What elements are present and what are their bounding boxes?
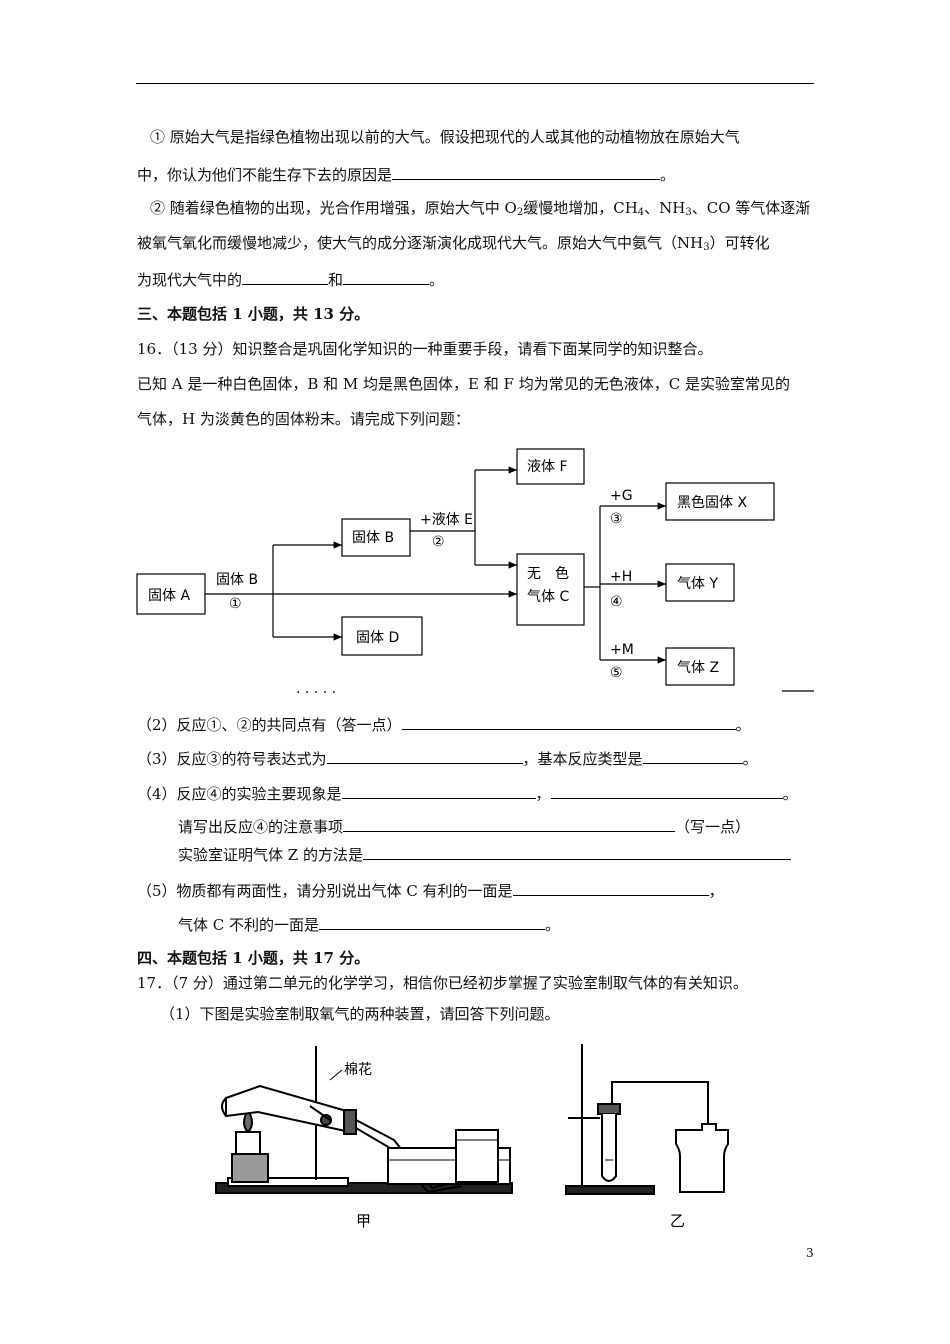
- answer-blank[interactable]: [362, 843, 791, 860]
- label-jia: 甲: [356, 1212, 371, 1230]
- q16-known-line2: 气体，H 为淡黄色的固体粉末。请完成下列问题：: [137, 410, 470, 428]
- answer-blank[interactable]: [550, 782, 783, 799]
- box-gas-y: [665, 563, 735, 602]
- cotton-label: 棉花: [344, 1061, 372, 1078]
- gas-c-label-1: 无 色: [527, 565, 569, 582]
- arrow1-number: ①: [229, 596, 242, 612]
- answer-blank[interactable]: [343, 268, 430, 285]
- apparatus-jia: [215, 1046, 513, 1194]
- section4-heading: 四、本题包括 1 小题，共 17 分。: [137, 949, 370, 967]
- solid-b-label: 固体 B: [352, 530, 394, 546]
- q5-line1: （5）物质都有两面性，请分别说出气体 C 有利的一面是，: [137, 879, 724, 901]
- arrow5-label: +M: [610, 642, 634, 658]
- black-x-label: 黑色固体 X: [677, 494, 747, 511]
- q5-line2: 气体 C 不利的一面是。: [178, 913, 560, 935]
- box-black-x: [665, 482, 775, 521]
- q4-proof-line: 实验室证明气体 Z 的方法是: [178, 843, 791, 865]
- q16-known-line1: 已知 A 是一种白色固体，B 和 M 均是黑色固体，E 和 F 均为常见的无色液…: [137, 375, 790, 393]
- liquid-f-label: 液体 F: [527, 459, 568, 475]
- arrow2-label: +液体 E: [420, 512, 473, 528]
- arrow1-label: 固体 B: [216, 572, 258, 588]
- apparatus-yi: [565, 1044, 729, 1195]
- box-solid-b: [341, 518, 411, 557]
- q15-para1-line1: ① 原始大气是指绿色植物出现以前的大气。假设把现代的人或其他的动植物放在原始大气: [150, 128, 740, 146]
- box-solid-d: [341, 616, 423, 656]
- arrow4-label: +H: [610, 569, 632, 585]
- answer-blank[interactable]: [341, 782, 536, 799]
- box-gas-c: [516, 553, 585, 626]
- arrow5-number: ⑤: [610, 665, 623, 681]
- answer-blank[interactable]: [242, 268, 329, 285]
- q17-part1: （1）下图是实验室制取氧气的两种装置，请回答下列问题。: [160, 1005, 560, 1023]
- answer-blank[interactable]: [319, 913, 546, 930]
- page-number: 3: [806, 1246, 814, 1260]
- dots: . . . . .: [296, 681, 336, 697]
- arrow3-label: +G: [610, 488, 633, 504]
- box-liquid-f: [516, 448, 585, 485]
- answer-blank[interactable]: [512, 879, 709, 896]
- solid-a-label: 固体 A: [148, 588, 190, 604]
- q15-para2-line2: 被氧气氧化而缓慢地减少，使大气的成分逐渐演化成现代大气。原始大气中氨气（NH3）…: [137, 234, 770, 253]
- label-yi: 乙: [670, 1212, 685, 1230]
- q15-para1-line2: 中，你认为他们不能生存下去的原因是。: [137, 163, 675, 185]
- header-rule: [136, 83, 814, 84]
- answer-blank[interactable]: [401, 713, 736, 730]
- q4-note-line: 请写出反应④的注意事项（写一点）: [178, 815, 750, 837]
- answer-blank[interactable]: [392, 163, 661, 180]
- answer-blank[interactable]: [326, 747, 523, 764]
- gas-y-label: 气体 Y: [677, 576, 718, 592]
- section3-heading: 三、本题包括 1 小题，共 13 分。: [137, 305, 370, 323]
- q17-intro: 17．（7 分）通过第二单元的化学学习，相信你已经初步掌握了实验室制取气体的有关…: [137, 974, 748, 992]
- gas-c-label-2: 气体 C: [527, 589, 569, 605]
- q16-intro: 16．（13 分）知识整合是巩固化学知识的一种重要手段，请看下面某同学的知识整合…: [137, 340, 713, 358]
- answer-blank[interactable]: [642, 747, 743, 764]
- gas-z-label: 气体 Z: [677, 660, 719, 676]
- answer-blank[interactable]: [343, 815, 676, 832]
- q2-line: （2）反应①、②的共同点有（答一点）。: [137, 713, 751, 735]
- arrow2-number: ②: [432, 534, 445, 550]
- reaction-flow-diagram: 固体 A 固体 B 固体 D 液体 F 无 色 气体 C 黑色固体 X 气体 Y…: [136, 448, 814, 697]
- solid-d-label: 固体 D: [356, 630, 399, 646]
- q4-line: （4）反应④的实验主要现象是，。: [137, 782, 798, 804]
- q15-para2-line3: 为现代大气中的和。: [137, 268, 444, 290]
- q3-line: （3）反应③的符号表达式为，基本反应类型是。: [137, 747, 758, 769]
- q15-para2-line1: ② 随着绿色植物的出现，光合作用增强，原始大气中 O2缓慢地增加，CH4、NH3…: [150, 199, 811, 218]
- arrow4-number: ④: [610, 594, 623, 610]
- arrow3-number: ③: [610, 511, 623, 527]
- box-gas-z: [665, 647, 735, 686]
